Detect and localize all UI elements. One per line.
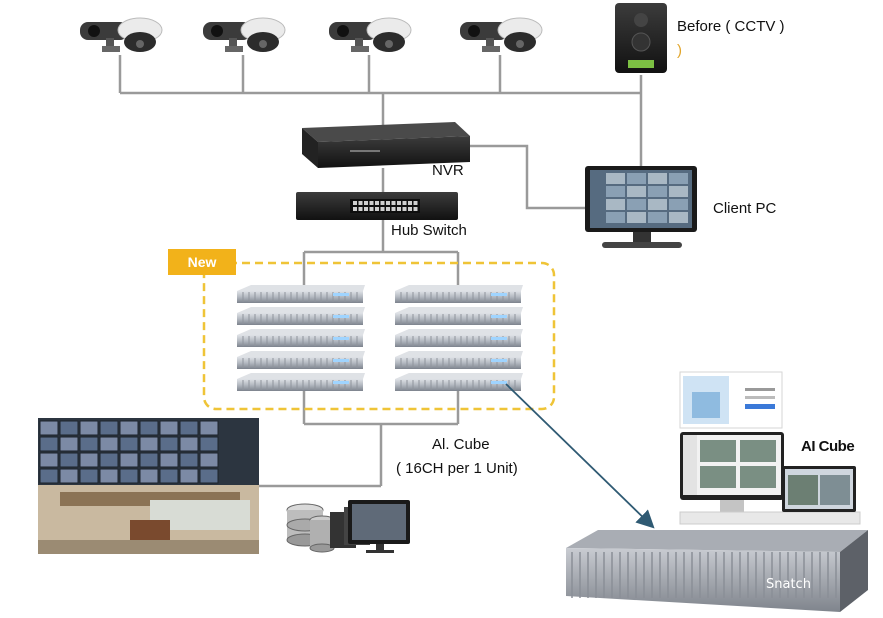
- rack-server-icon: [395, 373, 523, 391]
- ptz-dome-camera-icon: [329, 17, 412, 52]
- ai-cube-login-screen: [679, 371, 783, 429]
- ai-cube-laptop: [782, 466, 856, 512]
- rack-server-icon: [395, 307, 523, 325]
- ptz-dome-camera-icon: [460, 17, 543, 52]
- rack-server-icon: [395, 351, 523, 369]
- nvr-recorder-icon: [302, 122, 470, 168]
- ai-cube-label: Al. Cube: [432, 436, 490, 453]
- ai-cube-capacity-label: ( 16CH per 1 Unit): [396, 460, 518, 477]
- ai-cube-screen-title: AI Cube: [801, 438, 855, 455]
- rack-server-icon: [237, 285, 365, 303]
- ptz-dome-camera-icon: [203, 17, 286, 52]
- new-units-dashed-box: [202, 261, 556, 411]
- expand-arrow: [505, 383, 655, 529]
- storage-disk-icon: [286, 503, 335, 553]
- rack-server-icon: [237, 329, 365, 347]
- ptz-dome-camera-icon: [80, 17, 163, 52]
- new-badge: New: [168, 249, 236, 275]
- network-switch-icon: [296, 192, 458, 220]
- ai-cube-desktop-monitor: [679, 432, 861, 525]
- nvr-label: NVR: [432, 162, 464, 179]
- snatch-logo: Snatch: [766, 577, 811, 592]
- before-cctv-label: Before ( CCTV ): [677, 18, 785, 35]
- connector-lines: [118, 55, 643, 488]
- before-cctv-label-close: ): [677, 42, 682, 59]
- monitor-cluster-icon: [330, 500, 410, 553]
- rack-server-icon: [237, 373, 365, 391]
- rack-server-icon: [237, 351, 365, 369]
- ai-cube-device: Snatch: [566, 530, 868, 612]
- hub-switch-label: Hub Switch: [391, 222, 467, 239]
- camera-row: [80, 17, 543, 52]
- rack-server-icon: [395, 285, 523, 303]
- dvr-box-icon: [615, 3, 667, 73]
- ai-cube-server-stack: [237, 285, 523, 391]
- control-room-photo: [38, 418, 259, 554]
- rack-server-icon: [237, 307, 365, 325]
- rack-server-icon: [395, 329, 523, 347]
- client-pc-label: Client PC: [713, 200, 777, 217]
- client-monitor-icon: [585, 166, 697, 248]
